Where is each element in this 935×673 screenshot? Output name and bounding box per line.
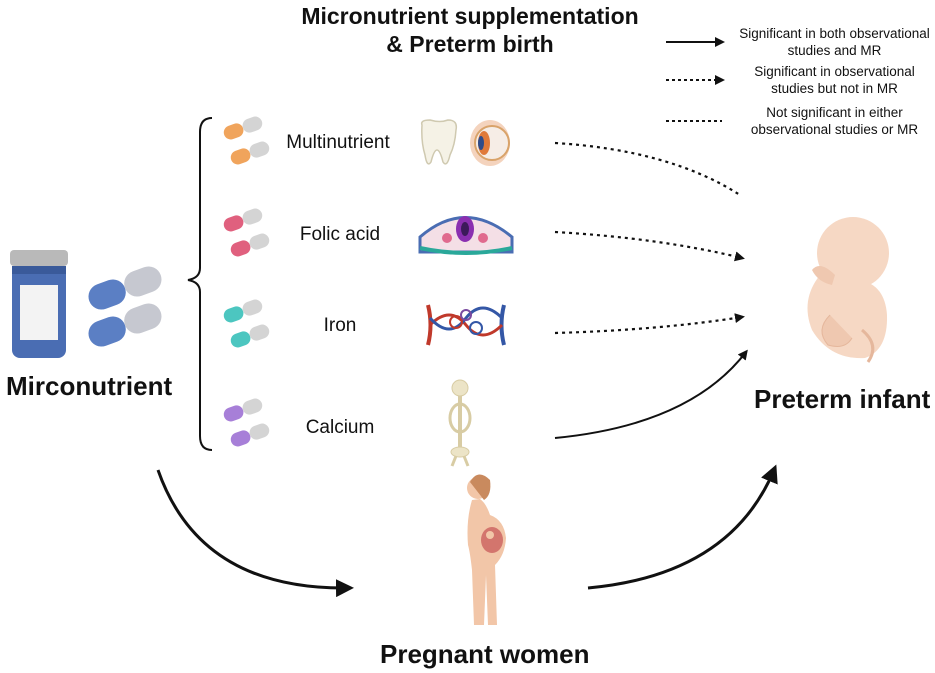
legend-solid-label: Significant in both observational studie… <box>739 26 930 58</box>
multinutrient-capsule-icon <box>223 116 270 165</box>
folic-acid-label: Folic acid <box>299 224 381 245</box>
iron-label: Iron <box>323 315 357 336</box>
multinutrient-label: Multinutrient <box>286 132 390 153</box>
multinutrient-effect-line <box>554 141 741 196</box>
brace <box>187 117 213 451</box>
tooth-icon <box>420 119 458 165</box>
micronutrient-label: Mirconutrient <box>6 371 173 401</box>
supplement-bottle-icon <box>10 250 68 358</box>
iron-effect-arrow <box>554 313 745 335</box>
blood-vessels-icon <box>426 304 506 346</box>
neural-tube-icon <box>418 216 514 255</box>
supplement-to-pregnancy-arrow <box>156 469 354 598</box>
eye-icon <box>470 120 510 166</box>
pregnant-woman-icon <box>467 474 506 625</box>
skeleton-icon <box>448 379 472 467</box>
title-line-1: Micronutrient supplementation <box>301 3 639 29</box>
calcium-label: Calcium <box>305 417 375 438</box>
title-line-2: & Preterm birth <box>386 31 554 57</box>
preterm-infant-label: Preterm infant <box>754 384 931 414</box>
calcium-capsule-icon <box>223 398 270 447</box>
legend-dotted-line-label: Not significant in either observational … <box>750 105 919 137</box>
legend-dotted-arrow-label: Significant in observational studies but… <box>754 64 915 96</box>
preterm-infant-icon <box>807 217 889 363</box>
folic-acid-effect-arrow <box>554 230 745 262</box>
pregnancy-to-preterm-arrow <box>587 464 778 590</box>
iron-capsule-icon <box>223 299 270 348</box>
folic-acid-capsule-icon <box>223 208 270 257</box>
diagram-title: Micronutrient supplementation & Preterm … <box>260 2 680 58</box>
capsules-icon <box>88 266 162 347</box>
pregnant-women-label: Pregnant women <box>380 639 590 669</box>
calcium-effect-arrow <box>554 349 748 439</box>
